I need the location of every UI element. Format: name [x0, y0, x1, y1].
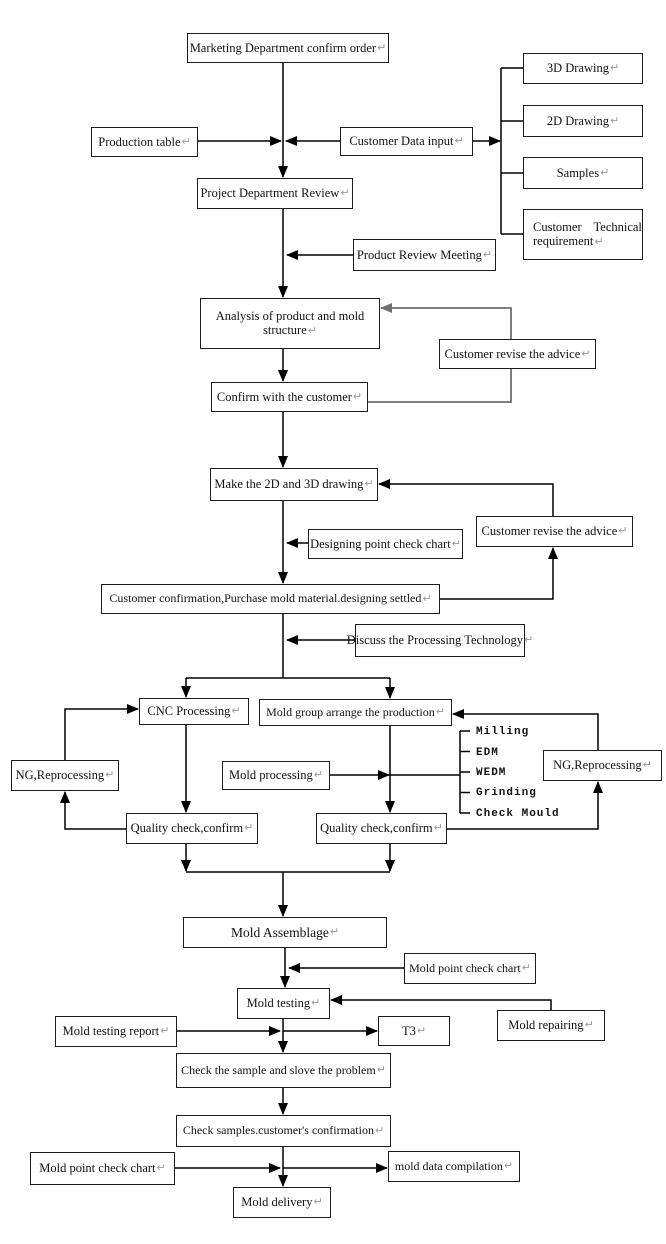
node-designing-point-check-chart: Designing point check chart↵	[308, 529, 463, 559]
node-quality-check-confirm-left: Quality check,confirm↵	[126, 813, 258, 844]
node-project-department-review: Project Department Review↵	[197, 178, 353, 209]
node-customer-confirmation-settled: Customer confirmation,Purchase mold mate…	[101, 584, 440, 614]
node-quality-check-confirm-right: Quality check,confirm↵	[316, 813, 447, 844]
node-3d-drawing: 3D Drawing↵	[523, 53, 643, 84]
node-customer-technical-requirement: Customer Technical requirement↵	[523, 209, 643, 260]
node-mold-point-check-chart-1: Mold point check chart↵	[404, 953, 536, 984]
node-mold-point-check-chart-2: Mold point check chart↵	[30, 1152, 175, 1185]
node-mold-group-arrange-production: Mold group arrange the production↵	[259, 699, 452, 726]
node-mold-delivery: Mold delivery↵	[233, 1187, 331, 1218]
node-mold-processing: Mold processing↵	[222, 761, 330, 790]
node-cnc-processing: CNC Processing↵	[139, 698, 249, 725]
process-step-label: Grinding	[476, 787, 537, 800]
node-production-table: Production table↵	[91, 127, 198, 157]
node-samples: Samples↵	[523, 157, 643, 189]
node-confirm-with-customer: Confirm with the customer↵	[211, 382, 368, 412]
node-discuss-processing-technology: Discuss the Processing Technology↵	[347, 624, 533, 657]
node-marketing-confirm-order: Marketing Department confirm order↵	[187, 33, 389, 63]
node-analysis-product-mold: Analysis of product and mold structure↵	[200, 298, 380, 349]
node-mold-assemblage: Mold Assemblage↵	[183, 917, 387, 948]
node-mold-testing-report: Mold testing report↵	[55, 1016, 177, 1047]
process-step-label: Check Mould	[476, 807, 560, 820]
node-mold-testing: Mold testing↵	[237, 988, 330, 1019]
node-t3: T3↵	[378, 1016, 450, 1046]
node-ng-reprocessing-right: NG,Reprocessing↵	[543, 750, 662, 781]
node-mold-repairing: Mold repairing↵	[497, 1010, 605, 1041]
node-customer-revise-advice-1: Customer revise the advice↵	[439, 339, 596, 369]
node-make-2d-3d-drawing: Make the 2D and 3D drawing↵	[210, 468, 378, 501]
node-customer-data-input: Customer Data input↵	[340, 127, 473, 156]
node-check-sample-solve-problem: Check the sample and slove the problem↵	[176, 1053, 391, 1088]
node-ng-reprocessing-left: NG,Reprocessing↵	[11, 760, 119, 791]
node-mold-data-compilation: mold data compilation↵	[388, 1151, 520, 1182]
node-2d-drawing: 2D Drawing↵	[523, 105, 643, 137]
node-product-review-meeting: Product Review Meeting↵	[353, 239, 496, 271]
node-customer-revise-advice-2: Customer revise the advice↵	[476, 516, 633, 547]
process-step-label: Milling	[476, 726, 530, 739]
process-step-label: EDM	[476, 746, 499, 759]
process-step-label: WEDM	[476, 766, 507, 779]
node-check-samples-customer-confirmation: Check samples.customer's confirmation↵	[176, 1115, 391, 1147]
